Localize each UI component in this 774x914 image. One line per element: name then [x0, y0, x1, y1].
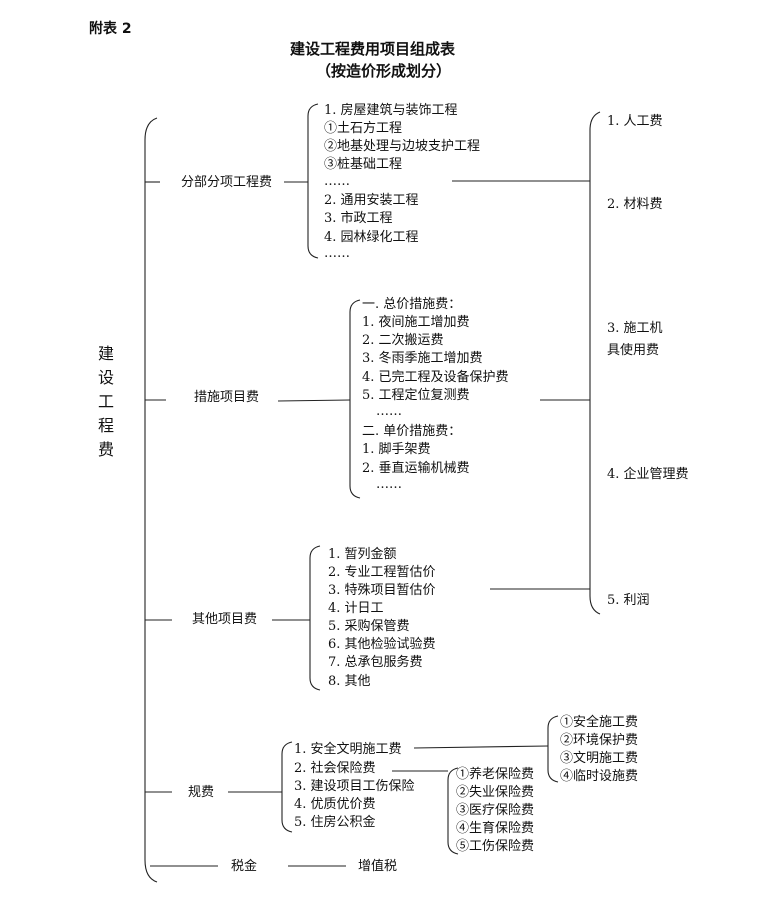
cuoshi-item: 一. 总价措施费： — [362, 297, 462, 312]
cuoshi-item: 4. 已完工程及设备保护费 — [362, 370, 509, 385]
root-char-4: 程 — [98, 416, 115, 435]
category-cuoshi: 措施项目费 — [194, 390, 260, 405]
cuoshi-item: 5. 工程定位复测费 — [362, 388, 470, 403]
fenbu-item: ①土石方工程 — [324, 121, 403, 136]
fenbu-item: ③桩基础工程 — [324, 157, 403, 172]
cuoshi-item: 1. 夜间施工增加费 — [362, 315, 470, 330]
cuoshi-to-brace — [277, 399, 351, 402]
qita-item: 3. 特殊项目暂估价 — [328, 583, 436, 598]
guifei-item: 4. 优质优价费 — [294, 797, 376, 812]
guifei-item: 1. 安全文明施工费 — [294, 742, 402, 757]
qita-item: 2. 专业工程暂估价 — [328, 565, 436, 580]
anquan-item: ③文明施工费 — [560, 751, 639, 766]
cuoshi-item: 3. 冬雨季施工增加费 — [362, 351, 483, 366]
qita-item: 8. 其他 — [328, 674, 371, 689]
fenbu-item: 4. 园林绿化工程 — [324, 230, 419, 245]
cost-brace — [589, 111, 601, 615]
cuoshi-item: …… — [376, 404, 402, 419]
fenbu-item: …… — [324, 174, 350, 189]
anquan-item: ④临时设施费 — [560, 769, 639, 784]
root-char-2: 设 — [98, 368, 115, 387]
shebao-item: ④生育保险费 — [456, 821, 535, 836]
appendix-label: 附表 2 — [89, 21, 132, 37]
page-title: 建设工程费用项目组成表 — [290, 40, 456, 58]
root-brace — [144, 117, 158, 883]
shuijin-item: 增值税 — [358, 859, 398, 874]
cuoshi-item: 二. 单价措施费： — [362, 424, 462, 439]
fenbu-item: 1. 房屋建筑与装饰工程 — [324, 103, 458, 118]
shebao-item: ①养老保险费 — [456, 767, 535, 782]
cost-element: 4. 企业管理费 — [607, 467, 689, 482]
category-guifei: 规费 — [188, 785, 215, 800]
shebao-item: ②失业保险费 — [456, 785, 535, 800]
fenbu-brace — [307, 103, 319, 259]
qita-item: 6. 其他检验试验费 — [328, 637, 436, 652]
fenbu-item: 2. 通用安装工程 — [324, 193, 419, 208]
fenbu-item: …… — [324, 246, 350, 261]
anquan-item: ②环境保护费 — [560, 733, 639, 748]
fenbu-item: 3. 市政工程 — [324, 211, 393, 226]
cuoshi-brace — [349, 299, 361, 499]
cuoshi-item: 1. 脚手架费 — [362, 442, 431, 457]
fenbu-item: ②地基处理与边坡支护工程 — [324, 139, 481, 154]
root-char-5: 费 — [98, 440, 115, 459]
qita-item: 4. 计日工 — [328, 601, 384, 616]
qita-item: 7. 总承包服务费 — [328, 655, 423, 670]
qita-item: 1. 暂列金额 — [328, 547, 397, 562]
anquan-connector — [413, 745, 549, 749]
guifei-item: 2. 社会保险费 — [294, 761, 376, 776]
category-shuijin: 税金 — [231, 859, 258, 874]
root-char-1: 建 — [98, 344, 115, 363]
qita-item: 5. 采购保管费 — [328, 619, 410, 634]
cuoshi-item: 2. 二次搬运费 — [362, 333, 444, 348]
cost-element: 5. 利润 — [607, 593, 650, 608]
shebao-item: ⑤工伤保险费 — [456, 839, 535, 854]
guifei-item: 5. 住房公积金 — [294, 815, 376, 830]
cost-element: 具使用费 — [607, 343, 660, 358]
root-char-3: 工 — [98, 392, 115, 411]
guifei-item: 3. 建设项目工伤保险 — [294, 779, 415, 794]
anquan-brace — [547, 715, 559, 783]
category-fenbu: 分部分项工程费 — [181, 175, 273, 190]
category-qita: 其他项目费 — [192, 612, 258, 627]
cuoshi-item: …… — [376, 477, 402, 492]
cost-element: 3. 施工机 — [607, 321, 663, 336]
shebao-brace — [447, 767, 459, 855]
shebao-item: ③医疗保险费 — [456, 803, 535, 818]
qita-brace — [309, 545, 321, 691]
page-subtitle: （按造价形成划分） — [316, 62, 452, 80]
guifei-brace — [281, 741, 293, 833]
cost-element: 1. 人工费 — [607, 114, 663, 129]
anquan-item: ①安全施工费 — [560, 715, 639, 730]
cost-element: 2. 材料费 — [607, 197, 663, 212]
cuoshi-item: 2. 垂直运输机械费 — [362, 461, 470, 476]
